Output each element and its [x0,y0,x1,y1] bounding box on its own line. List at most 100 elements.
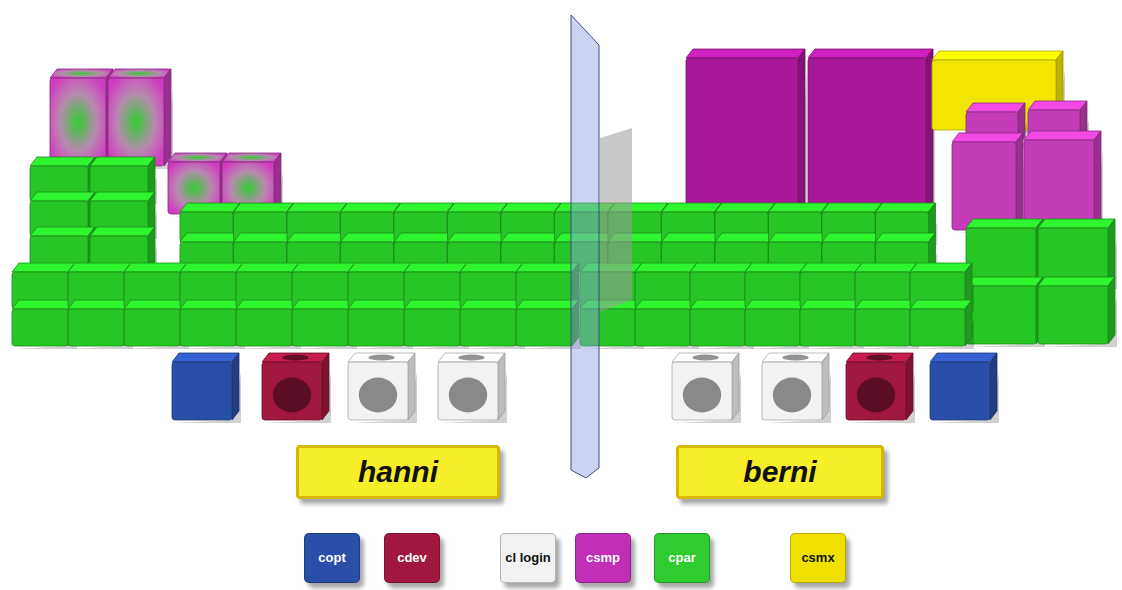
cube-hole [282,355,308,361]
cube-top [516,300,579,309]
cube-top [404,263,467,272]
legend-swatch: cl login [500,533,556,583]
cube-hole [359,378,397,413]
cube-front [12,309,68,346]
cube-top [1038,277,1115,286]
cube [1038,277,1117,347]
cube-front [180,309,236,346]
cube-top [745,300,807,309]
cube [876,203,938,245]
cube-top [516,263,579,272]
cube-top [12,263,75,272]
cube-front [172,362,232,420]
cube [438,353,507,423]
cube [12,300,77,349]
cube-top [966,103,1025,112]
cube-top [30,192,95,201]
cube-hole [273,378,311,413]
cube [124,300,189,349]
cube-top [341,203,401,212]
cube-hole [857,378,895,413]
partition-shadow [600,128,632,312]
cube-top [287,203,347,212]
cube-front [910,309,965,346]
cube-side [732,353,739,420]
cube-top [635,263,697,272]
cube-top [180,203,240,212]
cube-top [501,203,561,212]
cube-top [662,233,722,242]
cube-top [762,353,829,362]
legend-swatch: cdev [384,533,440,583]
cube [715,203,777,245]
cube [800,263,864,312]
cube [68,300,133,349]
legend-swatch: csmx [790,533,846,583]
cube-top [822,233,882,242]
cube [910,300,974,349]
host-label: berni [676,445,884,499]
cube [686,49,807,219]
cube-top [348,353,415,362]
cube-front [635,309,690,346]
cube-top [90,227,155,236]
cube-side [1016,133,1023,230]
cube [762,353,831,423]
cube [1024,131,1103,231]
cube-front [686,58,798,216]
cube-front [846,362,906,420]
cube-front [292,309,348,346]
cube-top [222,153,281,162]
host-label: hanni [296,445,500,499]
cube-top [180,233,240,242]
cube [690,263,754,312]
cube-top [876,233,936,242]
cube [30,157,97,204]
cube-top [460,263,523,272]
cube-group [172,353,999,423]
cube-top [90,157,155,166]
cube-top [438,353,505,362]
cube [1038,219,1117,289]
cube [236,263,301,312]
cube-top [236,263,299,272]
cube-top [292,263,355,272]
cube [348,300,413,349]
legend-text: cdev [397,551,427,566]
cube-top [715,233,775,242]
cube-hole [449,378,487,413]
cube-top [394,203,454,212]
cube [448,203,510,245]
cube [662,203,724,245]
cube-side [990,353,997,420]
cube [930,353,999,423]
cube [262,353,331,423]
cube-top [966,277,1043,286]
partition-blade [571,15,599,478]
cube-front [1024,140,1094,228]
cube-top [662,203,722,212]
cube-front [800,309,855,346]
cube-top [168,153,227,162]
cube [68,263,133,312]
cube [124,263,189,312]
cube-top [822,203,882,212]
cube-side [164,69,171,166]
cube-top [460,300,523,309]
cube-top [745,263,807,272]
cube-top [394,233,454,242]
cube-top [501,233,561,242]
cube-hole [458,355,484,361]
cube [952,133,1025,233]
cube-front [236,309,292,346]
cube-front [404,309,460,346]
cube-side [965,300,972,346]
cube-side [232,353,239,420]
cube-top [124,300,187,309]
cube-top [234,203,294,212]
partition-plane [571,15,632,478]
cube [292,300,357,349]
cube [180,300,245,349]
cube-top [68,300,131,309]
cube-top [910,263,972,272]
